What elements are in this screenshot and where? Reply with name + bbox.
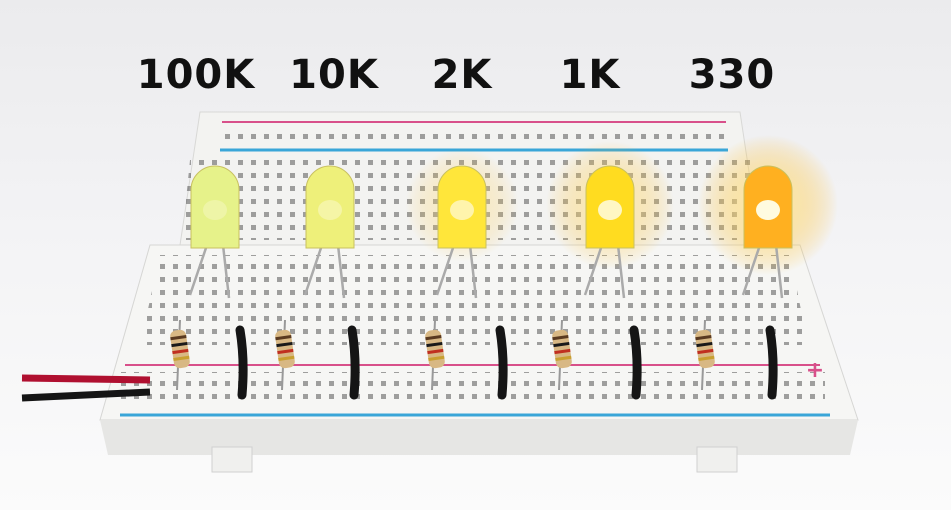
resistor-band <box>275 335 292 341</box>
resistor-label-1: 100K <box>136 52 256 98</box>
led-leg <box>336 244 346 299</box>
resistor-band <box>427 348 444 355</box>
resistor-band <box>170 335 187 341</box>
resistor-band <box>552 335 569 341</box>
resistor-band <box>425 335 442 341</box>
led-2 <box>305 165 355 249</box>
led-hotspot <box>598 200 622 220</box>
led-hotspot <box>203 200 227 220</box>
led-leg <box>774 244 784 299</box>
led-hotspot <box>756 200 780 220</box>
led-leg <box>435 244 456 296</box>
led-1 <box>190 165 240 249</box>
led-leg <box>468 244 478 299</box>
jumper-wire-4 <box>629 325 642 400</box>
resistor-band <box>171 341 188 348</box>
resistor-band <box>428 355 445 362</box>
rail-plus-sign: + <box>805 358 825 383</box>
resistor-band <box>172 348 189 355</box>
led-leg <box>188 244 209 296</box>
led-hotspot <box>318 200 342 220</box>
jumper-wire-2 <box>347 325 360 400</box>
led-leg <box>616 244 626 299</box>
resistor-band <box>555 355 572 362</box>
resistor-band <box>554 348 571 355</box>
led-leg <box>741 244 762 296</box>
resistor-band <box>277 348 294 355</box>
resistor-label-3: 2K <box>431 52 493 98</box>
led-leg <box>221 244 231 299</box>
jumper-wire-3 <box>495 325 508 400</box>
resistor-band <box>173 355 190 362</box>
resistor-band <box>695 335 712 341</box>
resistor-band <box>698 355 715 362</box>
power-wire-black <box>21 388 151 402</box>
resistor-band <box>553 341 570 348</box>
led-leg <box>583 244 604 296</box>
resistor-label-5: 330 <box>688 52 776 98</box>
power-wire-red <box>21 374 151 384</box>
jumper-wire-1 <box>235 325 248 400</box>
resistor-band <box>276 341 293 348</box>
resistor-label-2: 10K <box>289 52 379 98</box>
resistor-band <box>278 355 295 362</box>
resistor-band <box>696 341 713 348</box>
led-leg <box>303 244 324 296</box>
resistor-band <box>426 341 443 348</box>
led-hotspot <box>450 200 474 220</box>
resistor-band <box>697 348 714 355</box>
jumper-wire-5 <box>765 325 778 400</box>
resistor-label-4: 1K <box>559 52 621 98</box>
